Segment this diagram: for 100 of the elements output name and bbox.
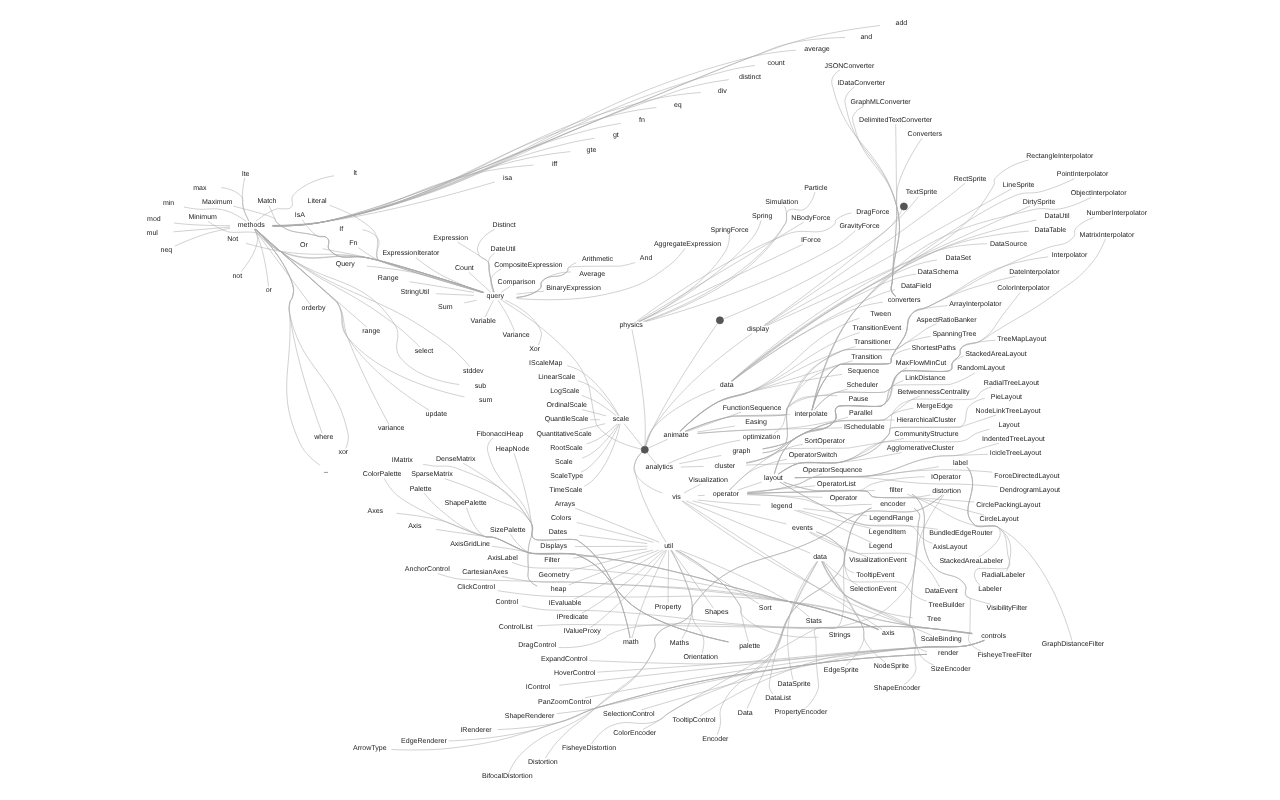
connector <box>909 508 935 666</box>
connector <box>253 229 311 305</box>
connector <box>667 549 669 604</box>
connector <box>746 561 818 709</box>
connector <box>670 550 693 640</box>
connector <box>396 513 879 630</box>
connector <box>642 191 816 322</box>
connector <box>745 407 914 464</box>
connector <box>794 509 873 543</box>
connector <box>245 243 484 293</box>
connector <box>746 490 931 498</box>
connector <box>906 493 1073 641</box>
connector <box>516 271 572 298</box>
connector <box>645 333 753 447</box>
connector <box>639 234 730 322</box>
connector <box>644 206 787 322</box>
connector <box>821 561 933 636</box>
connector <box>682 500 883 630</box>
connector <box>679 455 722 464</box>
connector <box>746 466 940 494</box>
connector <box>636 212 852 322</box>
connector <box>692 500 787 525</box>
connector <box>787 561 818 681</box>
connector <box>683 483 701 494</box>
connector <box>762 348 911 454</box>
connector <box>391 654 928 751</box>
connector <box>173 226 231 233</box>
connector <box>366 265 485 293</box>
connector <box>574 549 663 600</box>
connector <box>797 509 872 529</box>
connector <box>240 229 258 272</box>
connector <box>221 187 250 222</box>
connector <box>255 229 320 466</box>
connector <box>639 220 762 322</box>
connector <box>699 640 985 717</box>
connector <box>808 531 940 588</box>
connector <box>444 478 631 639</box>
connector <box>423 492 729 643</box>
connector <box>687 411 742 432</box>
connector <box>254 229 484 293</box>
connector <box>645 389 716 447</box>
connector <box>422 464 631 639</box>
connector <box>491 546 879 630</box>
connector <box>207 221 484 293</box>
connector <box>516 248 686 301</box>
node-circle <box>640 445 649 454</box>
connector <box>272 151 571 226</box>
connector <box>697 425 736 433</box>
connector <box>255 229 349 449</box>
connector <box>764 182 966 326</box>
connector <box>272 164 534 226</box>
connector <box>272 138 595 227</box>
connector <box>254 229 471 367</box>
connector <box>762 336 931 454</box>
connector <box>558 623 973 648</box>
connector <box>322 248 484 293</box>
connector <box>358 247 483 293</box>
connector <box>821 561 928 653</box>
connector <box>566 365 620 416</box>
connector <box>746 494 823 498</box>
connector <box>490 268 502 293</box>
connector <box>746 485 816 493</box>
connector <box>747 493 872 507</box>
connector <box>497 300 515 332</box>
connector <box>766 205 1031 326</box>
connector <box>574 508 660 543</box>
connector <box>174 228 231 247</box>
node-circle <box>899 202 908 211</box>
connector <box>501 576 880 630</box>
connector <box>435 293 475 296</box>
connector <box>783 481 975 503</box>
connector <box>448 654 928 742</box>
connector <box>501 285 511 293</box>
connector <box>516 262 636 298</box>
connector <box>730 243 988 382</box>
connector <box>242 177 250 222</box>
connector <box>504 300 542 346</box>
connector <box>685 500 811 554</box>
connector <box>468 271 491 293</box>
connector <box>272 107 657 227</box>
connector <box>716 507 872 736</box>
connector <box>763 196 919 326</box>
connector <box>679 549 810 617</box>
connector <box>510 533 729 643</box>
connector <box>362 229 483 293</box>
connector <box>634 451 667 543</box>
connector <box>747 476 925 494</box>
connector <box>572 548 648 559</box>
connector <box>584 423 621 487</box>
connector <box>745 452 902 466</box>
connector <box>697 427 843 434</box>
connector <box>645 230 856 322</box>
connector <box>623 423 643 448</box>
connector <box>631 329 646 447</box>
connector <box>580 423 620 473</box>
connector <box>272 181 496 226</box>
connector <box>582 423 619 459</box>
connector <box>484 300 494 318</box>
connector <box>803 508 868 516</box>
connector <box>581 395 617 416</box>
